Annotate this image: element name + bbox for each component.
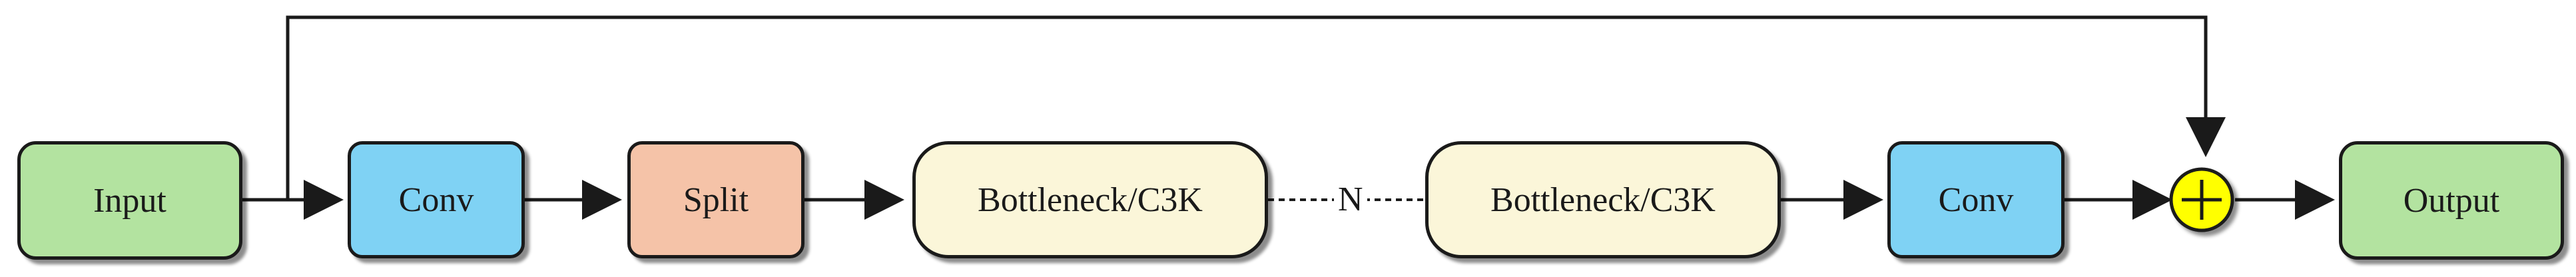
node-bottleneck-1: Bottleneck/C3K: [912, 141, 1268, 258]
add-node: [2169, 167, 2234, 232]
node-conv-2-label: Conv: [1938, 180, 2014, 219]
node-bottleneck-2: Bottleneck/C3K: [1425, 141, 1781, 258]
node-conv-1: Conv: [348, 141, 525, 258]
node-conv-2: Conv: [1887, 141, 2065, 258]
node-split: Split: [627, 141, 805, 258]
repeat-label: N: [1334, 182, 1367, 217]
skip-connection-edge: [286, 15, 2226, 200]
node-output-label: Output: [2403, 181, 2500, 220]
node-conv-1-label: Conv: [398, 180, 474, 219]
node-split-label: Split: [683, 180, 749, 219]
node-input: Input: [17, 141, 242, 260]
node-output: Output: [2339, 141, 2564, 260]
node-input-label: Input: [93, 181, 166, 220]
node-bottleneck-1-label: Bottleneck/C3K: [978, 180, 1203, 219]
node-bottleneck-2-label: Bottleneck/C3K: [1490, 180, 1716, 219]
